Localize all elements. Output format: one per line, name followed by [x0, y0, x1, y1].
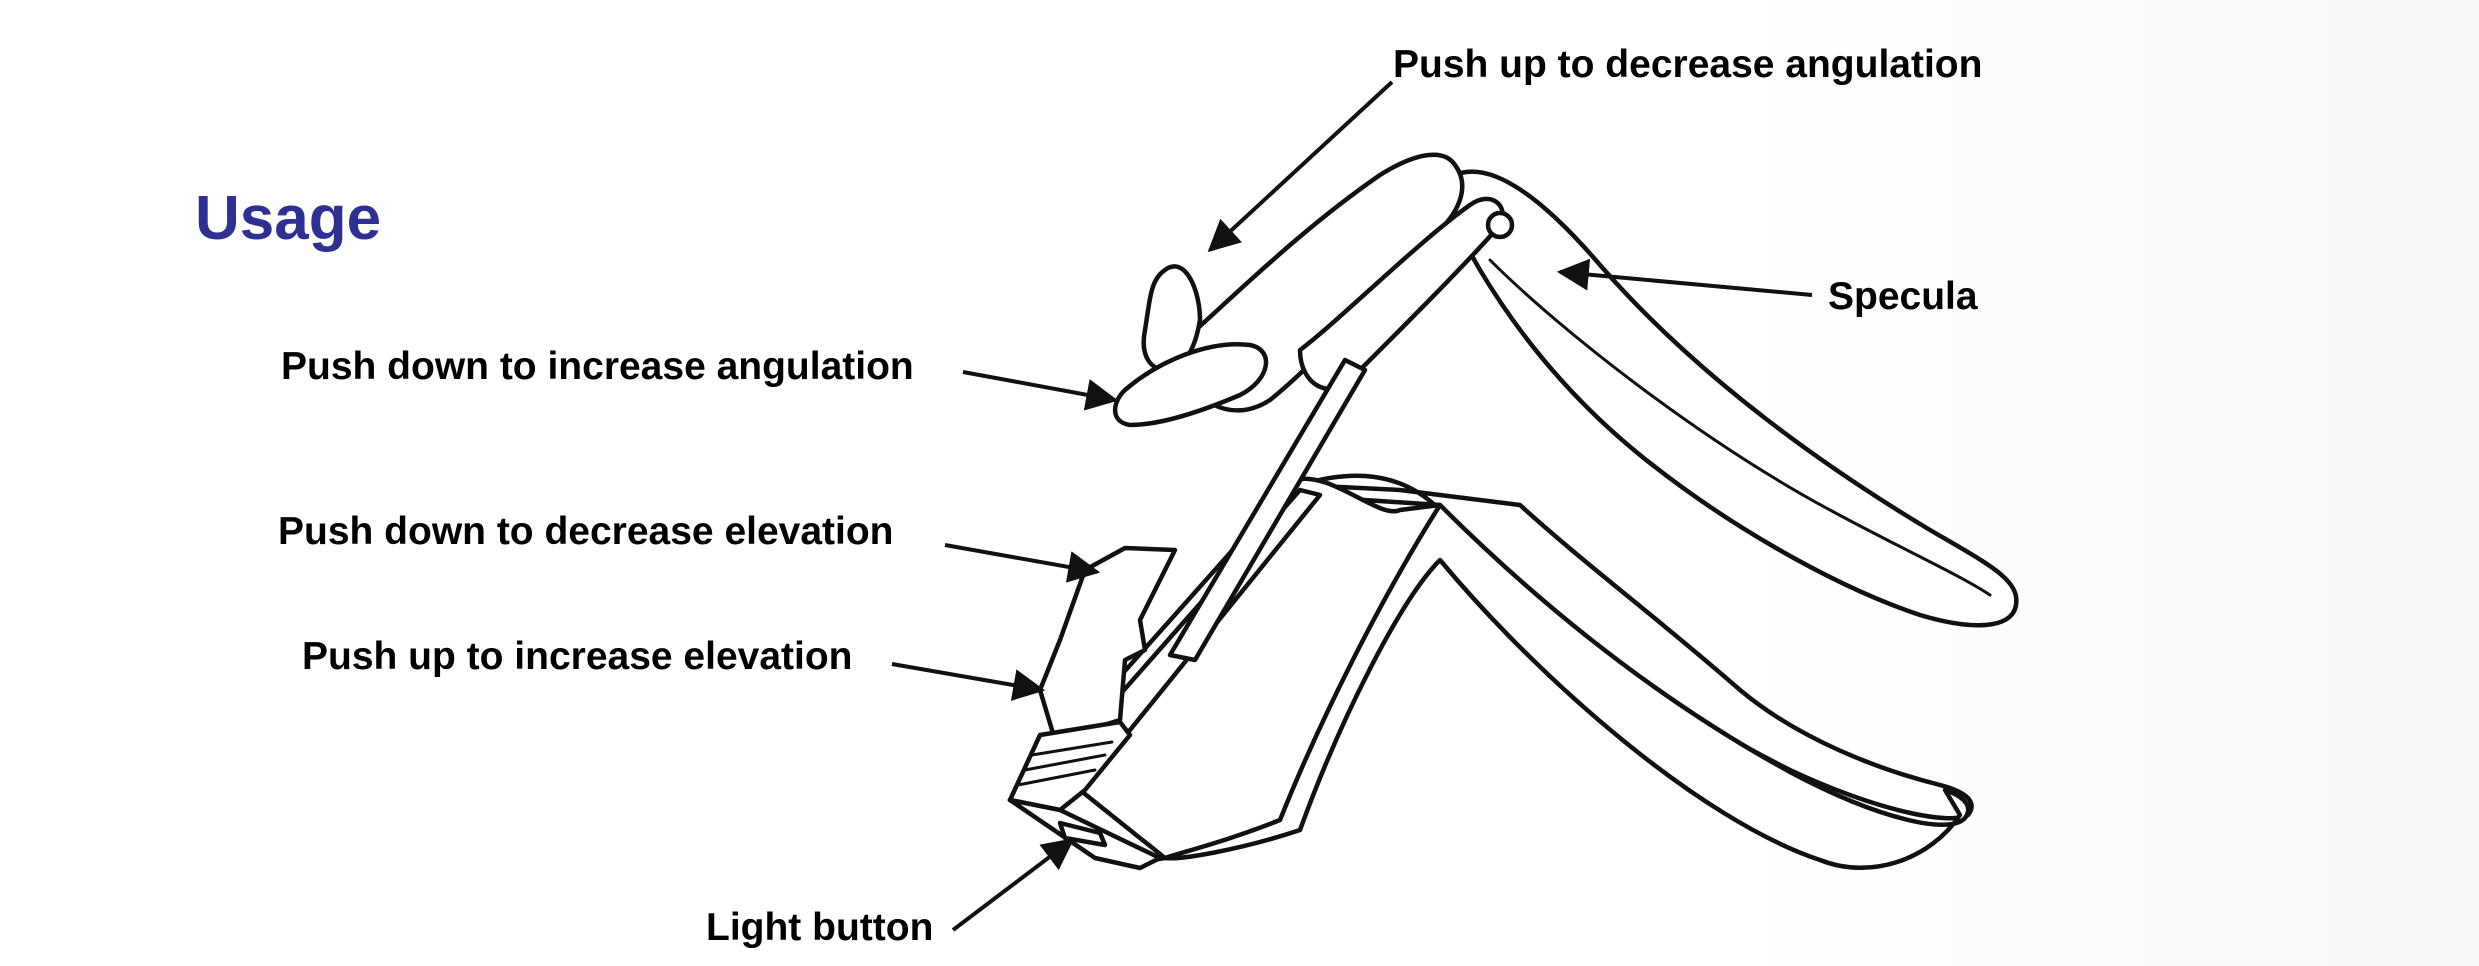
- grip-band-line-2: [1023, 753, 1107, 772]
- label-push-down-decrease-elevation: Push down to decrease elevation: [278, 510, 894, 553]
- upper-blade-inner-line: [1488, 258, 1992, 597]
- arrow-push-down-angulation: [962, 370, 1119, 411]
- grip-band-line-3: [1030, 740, 1114, 757]
- light-button-slot: [1057, 820, 1108, 848]
- elevation-slider-rail: [1167, 357, 1368, 663]
- handle-body: [1007, 476, 1443, 863]
- arrow-push-down-elevation: [944, 543, 1101, 583]
- page-title: Usage: [195, 184, 382, 253]
- arrow-specula: [1556, 258, 1813, 297]
- label-push-up-decrease-angulation: Push up to decrease angulation: [1393, 43, 1983, 86]
- grip-band-line-1: [1016, 768, 1097, 787]
- label-push-up-increase-elevation: Push up to increase elevation: [302, 635, 853, 678]
- arrow-push-up-elevation: [891, 662, 1046, 701]
- arrow-light-button: [951, 838, 1075, 932]
- arrow-push-up-angulation: [1207, 80, 1394, 253]
- label-push-down-increase-angulation: Push down to increase angulation: [281, 345, 914, 388]
- upper-specula-blade: [1447, 169, 2019, 628]
- label-specula: Specula: [1828, 275, 1978, 318]
- angulation-lower-tab: [1112, 342, 1269, 428]
- label-light-button: Light button: [706, 906, 934, 949]
- elevation-slider: [1037, 545, 1178, 743]
- hinge-pivot: [1485, 210, 1515, 240]
